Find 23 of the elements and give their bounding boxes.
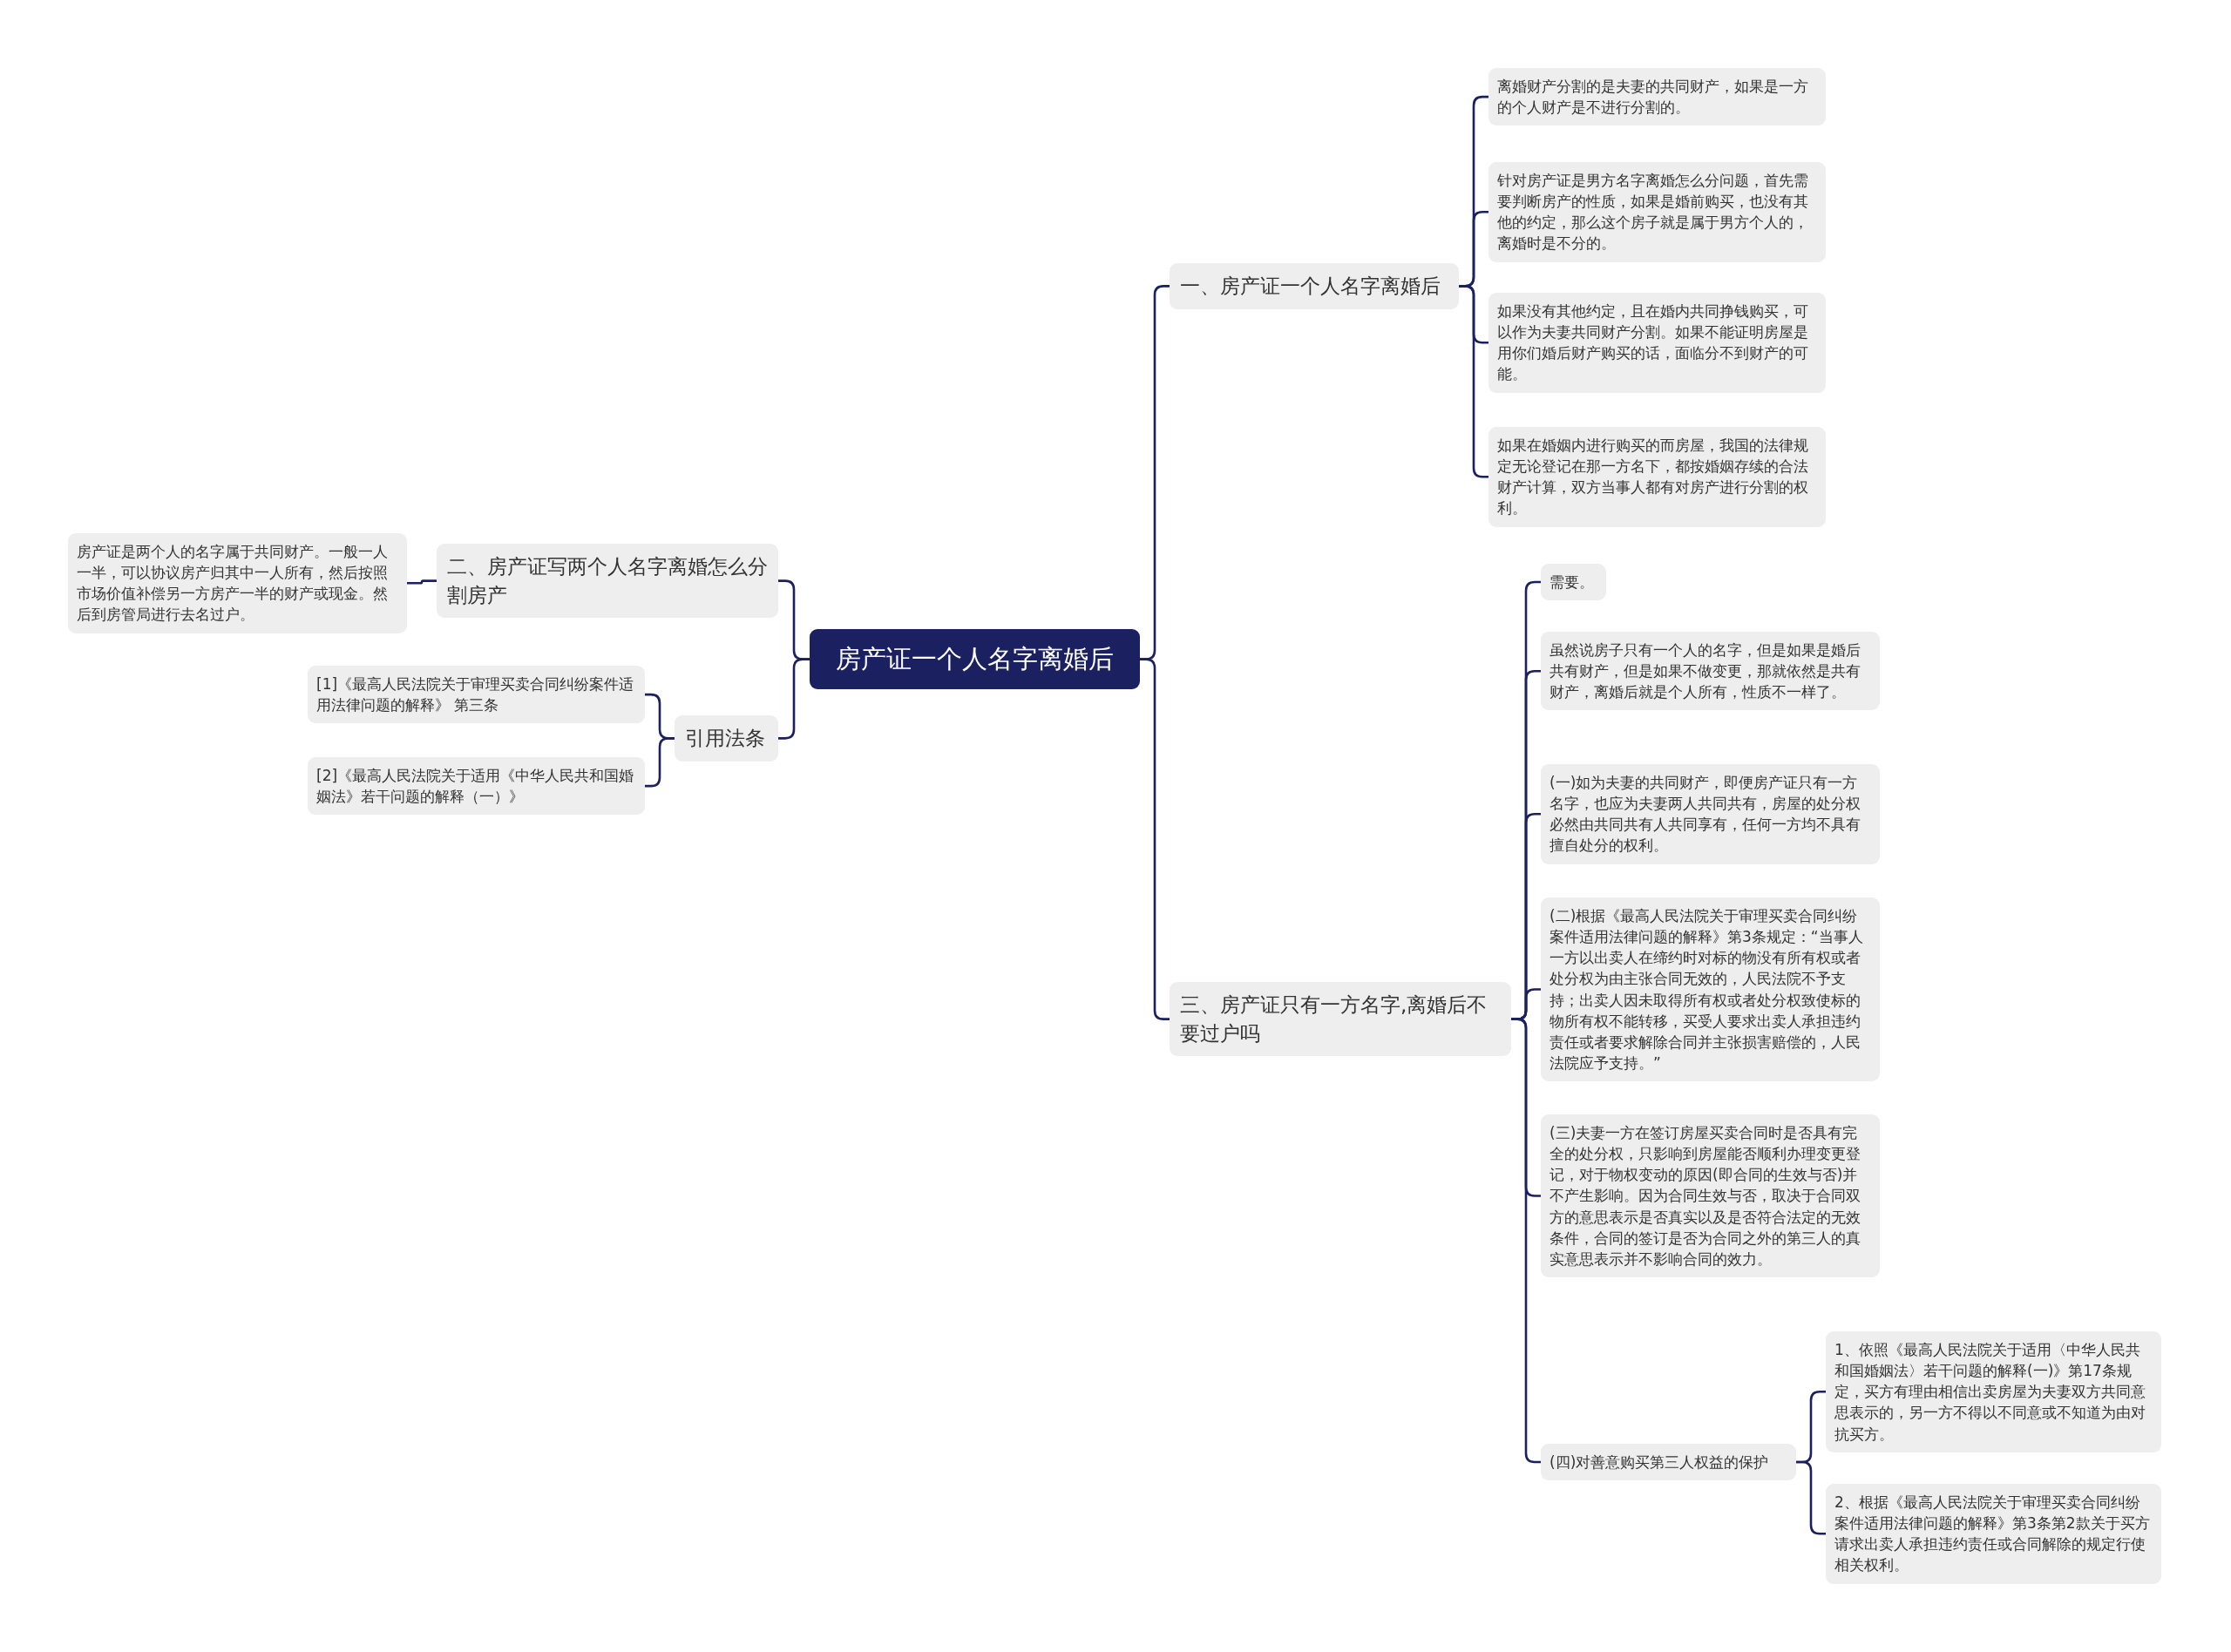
text-box: 如果没有其他约定，且在婚内共同挣钱购买，可以作为夫妻共同财产分割。如果不能证明房屋是用你们婚后财产购买的话，面临分不到财产的可能。 (1488, 293, 1826, 393)
text-box: [2]《最高人民法院关于适用《中华人民共和国婚姻法》若干问题的解释（一）》 (308, 757, 645, 816)
text-box: 虽然说房子只有一个人的名字，但是如果是婚后共有财产，但是如果不做变更，那就依然是共有财产，离婚后就是个人所有，性质不一样了。 (1541, 632, 1880, 711)
text-box: 如果在婚姻内进行购买的而房屋，我国的法律规定无论登记在那一方名下，都按婚姻存续的合法财产计算，双方当事人都有对房产进行分割的权利。 (1488, 427, 1826, 527)
text-box: 2、根据《最高人民法院关于审理买卖合同纠纷案件适用法律问题的解释》第3条第2款关于买方请求出卖人承担违约责任或合同解除的规定行使相关权利。 (1826, 1484, 2161, 1584)
text-box: 1、依照《最高人民法院关于适用〈中华人民共和国婚姻法〉若干问题的解释(一)》第17条规定，买方有理由相信出卖房屋为夫妻双方共同意思表示的，另一方不得以不同意或不知道为由对抗买方。 (1826, 1331, 2161, 1452)
connector (1140, 658, 1170, 1020)
text-box: (二)根据《最高人民法院关于审理买卖合同纠纷案件适用法律问题的解释》第3条规定：“当事人一方以出卖人在缔约时对标的物没有所有权或者处分权为由主张合同无效的，人民法院不予支持；出卖人因未取得所有权或者处分权致使标的物所有权不能转移，买受人要求出卖人承担违约责任或者要求解除合同并主张损害赔偿的，人民法院应予支持。” (1541, 897, 1880, 1081)
connector (778, 658, 810, 740)
text-box: (三)夫妻一方在签订房屋买卖合同时是否具有完全的处分权，只影响到房屋能否顺利办理变更登记，对于物权变动的原因(即合同的生效与否)并不产生影响。因为合同生效与否，取决于合同双方的意思表示是否真实以及是否符合法定的无效条件，合同的签订是否为合同之外的第三人的真实意思表示并不影响合同的效力。 (1541, 1114, 1880, 1277)
topic-box: 二、房产证写两个人名字离婚怎么分割房产 (437, 544, 778, 619)
text-box: (四)对善意购买第三人权益的保护 (1541, 1444, 1796, 1481)
text-box: 针对房产证是男方名字离婚怎么分问题，首先需要判断房产的性质，如果是婚前购买，也没有其他的约定，那么这个房子就是属于男方个人的，离婚时是不分的。 (1488, 162, 1826, 262)
text-box: 离婚财产分割的是夫妻的共同财产，如果是一方的个人财产是不进行分割的。 (1488, 68, 1826, 126)
text-box: 需要。 (1541, 564, 1606, 601)
central-topic: 房产证一个人名字离婚后 (810, 629, 1140, 690)
topic-box: 引用法条 (675, 715, 778, 762)
text-box: 房产证是两个人的名字属于共同财产。一般一人一半，可以协议房产归其中一人所有，然后按照市场价值补偿另一方房产一半的财产或现金。然后到房管局进行去名过户。 (68, 533, 407, 633)
text-box: (一)如为夫妻的共同财产，即便房产证只有一方名字，也应为夫妻两人共同共有，房屋的处分权必然由共同共有人共同享有，任何一方均不具有擅自处分的权利。 (1541, 764, 1880, 864)
topic-box: 一、房产证一个人名字离婚后 (1170, 263, 1459, 309)
connector (407, 579, 437, 585)
topic-box: 三、房产证只有一方名字,离婚后不要过户吗 (1170, 982, 1511, 1057)
text-box: [1]《最高人民法院关于审理买卖合同纠纷案件适用法律问题的解释》 第三条 (308, 666, 645, 724)
